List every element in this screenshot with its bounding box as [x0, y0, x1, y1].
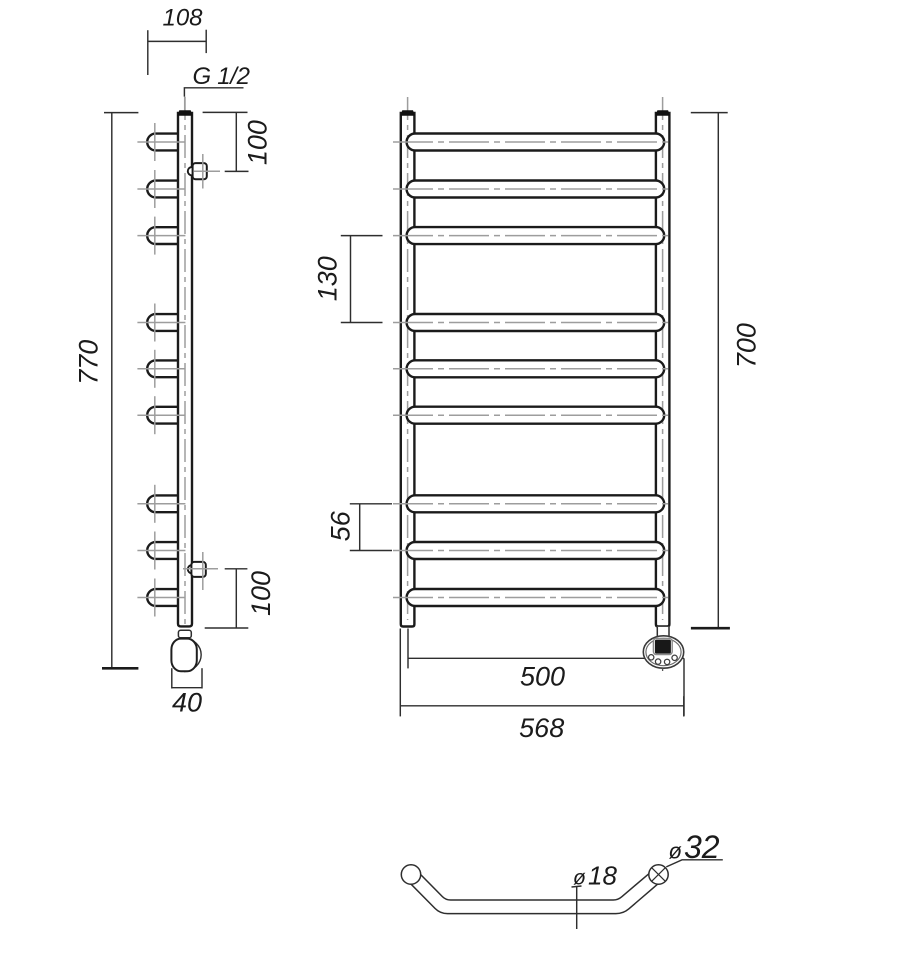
svg-text:770: 770 [74, 340, 104, 385]
svg-text:18: 18 [588, 861, 617, 891]
svg-text:568: 568 [519, 713, 564, 743]
svg-text:130: 130 [312, 256, 342, 301]
svg-text:108: 108 [162, 5, 203, 32]
svg-text:700: 700 [731, 323, 761, 368]
svg-text:100: 100 [246, 571, 276, 616]
svg-text:40: 40 [172, 688, 202, 718]
svg-text:ø: ø [669, 839, 682, 864]
svg-text:ø: ø [573, 867, 586, 890]
svg-text:56: 56 [326, 510, 356, 541]
svg-text:500: 500 [520, 662, 565, 692]
svg-text:100: 100 [242, 120, 272, 165]
svg-text:32: 32 [684, 829, 720, 865]
svg-text:G 1/2: G 1/2 [193, 63, 250, 90]
